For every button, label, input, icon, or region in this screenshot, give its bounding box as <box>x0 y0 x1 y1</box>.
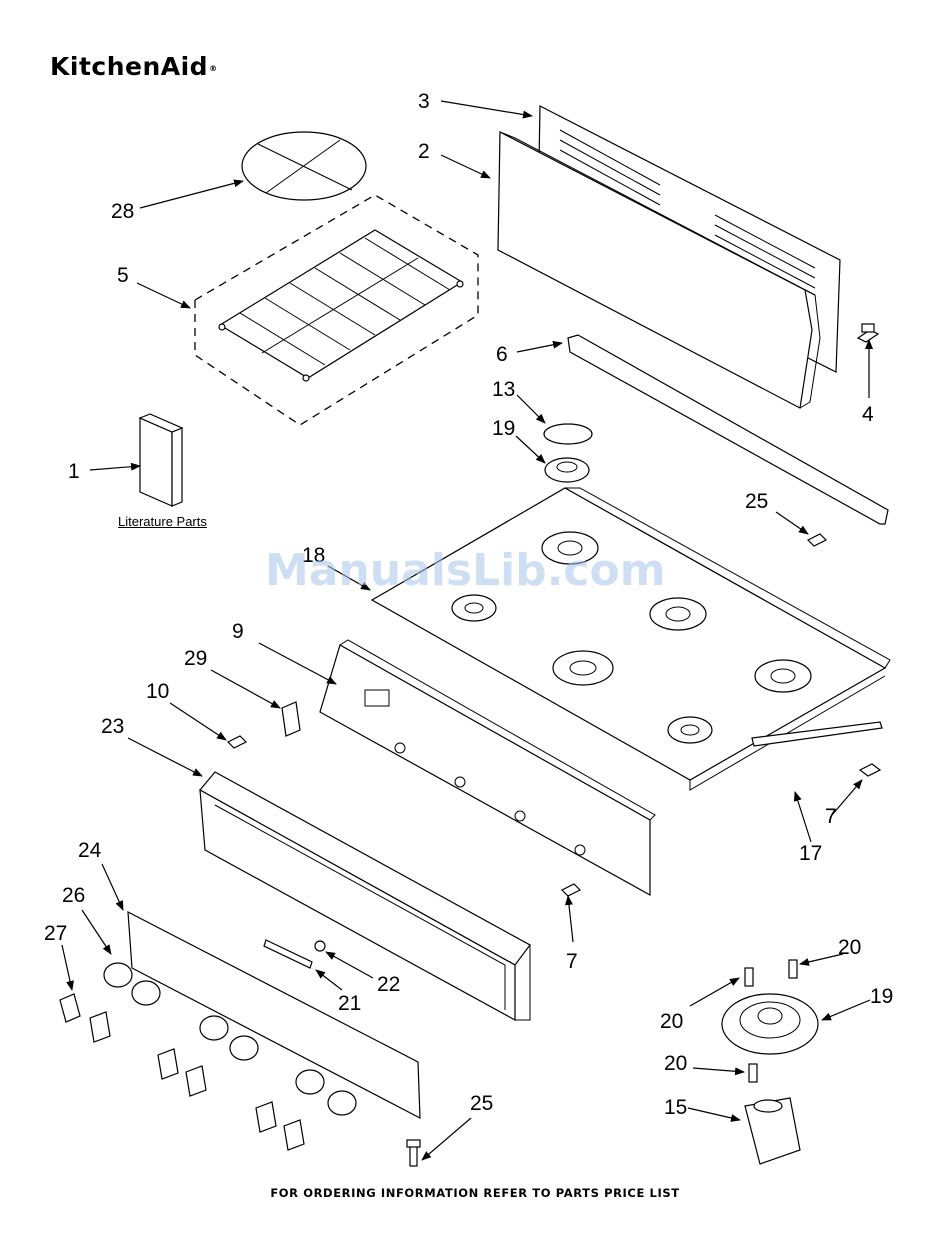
callout-23: 23 <box>101 715 124 738</box>
part-7-screw-right <box>860 764 880 776</box>
callout-27: 27 <box>44 922 67 945</box>
part-19-burner-top <box>545 458 589 482</box>
part-24-control-plate <box>90 912 420 1150</box>
callout-20-left: 20 <box>660 1010 683 1033</box>
callout-25-bottom: 25 <box>470 1092 493 1115</box>
part-10-screw <box>228 736 246 748</box>
part-21-badge <box>264 940 312 968</box>
part-4-screw <box>858 324 878 342</box>
part-19-burner-bottom <box>722 994 818 1054</box>
callout-10: 10 <box>146 680 169 703</box>
callout-9: 9 <box>232 620 244 643</box>
callout-17: 17 <box>799 842 822 865</box>
callout-3: 3 <box>418 90 430 113</box>
callout-19-bottom: 19 <box>870 985 893 1008</box>
callout-21: 21 <box>338 992 361 1015</box>
callout-29: 29 <box>184 647 207 670</box>
callout-6: 6 <box>496 343 508 366</box>
callout-28: 28 <box>111 200 134 223</box>
callout-5: 5 <box>117 264 129 287</box>
callout-7-middle: 7 <box>566 950 578 973</box>
callout-24: 24 <box>78 839 102 862</box>
part-27-knob <box>60 994 80 1022</box>
callout-19-top: 19 <box>492 417 515 440</box>
callout-4: 4 <box>862 403 874 426</box>
callout-26: 26 <box>62 884 85 907</box>
callout-15: 15 <box>664 1096 687 1119</box>
callout-25-top: 25 <box>745 490 768 513</box>
part-1-literature <box>140 414 182 506</box>
part-25-screw-top <box>808 534 826 546</box>
part-28-grate-pad <box>242 132 366 200</box>
callout-13: 13 <box>492 378 515 401</box>
ordering-info-footer: FOR ORDERING INFORMATION REFER TO PARTS … <box>0 1186 950 1200</box>
callout-1: 1 <box>68 460 80 483</box>
part-7-screw-middle <box>562 884 580 896</box>
part-29-bracket <box>282 702 300 736</box>
callout-20-lower: 20 <box>664 1052 687 1075</box>
part-15-burner-valve <box>745 1098 800 1164</box>
part-5-grates <box>195 195 478 425</box>
callout-22: 22 <box>377 973 400 996</box>
part-25-screw-bottom <box>407 1140 420 1166</box>
callout-7-right: 7 <box>825 805 837 828</box>
callout-20-top-right: 20 <box>838 936 861 959</box>
callout-2: 2 <box>418 140 430 163</box>
part-13-burner-cap <box>544 424 592 444</box>
watermark: ManualsLib.com <box>265 545 666 596</box>
part-22-nut <box>315 941 325 951</box>
literature-parts-label: Literature Parts <box>118 514 207 529</box>
